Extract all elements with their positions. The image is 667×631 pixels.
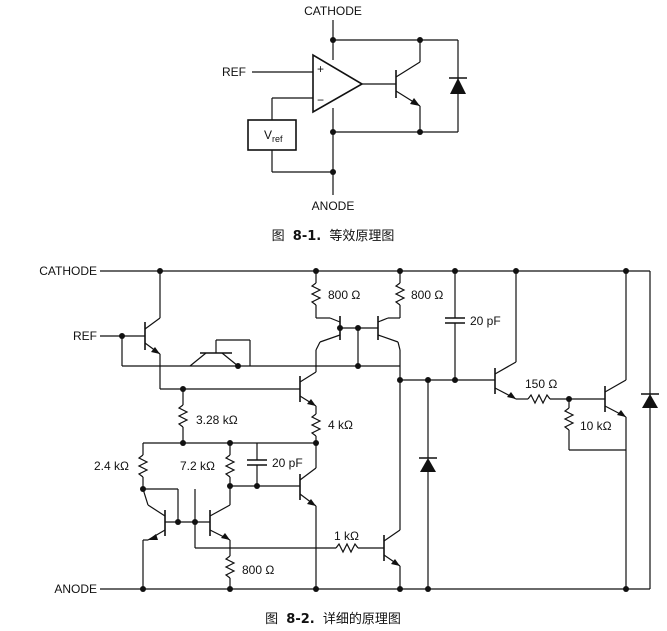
resistor-1k-label: 1 kΩ — [334, 529, 359, 543]
resistor-7-2k-label: 7.2 kΩ — [180, 459, 215, 473]
resistor-800-ohm-bottom-label: 800 Ω — [242, 563, 274, 577]
output-transistor — [395, 40, 421, 132]
fig2-caption: 图 8-2. 详细的原理图 — [265, 611, 401, 627]
resistor-800-ohm-left-label: 800 Ω — [328, 288, 360, 302]
vref-label-sub: ref — [272, 134, 283, 144]
resistor-3-28k-label: 3.28 kΩ — [196, 413, 238, 427]
capacitor-20pf-mid-label: 20 pF — [272, 456, 303, 470]
figure-1-equivalent-schematic: CATHODE + − REF V ref — [222, 4, 467, 244]
resistor-2-4k-label: 2.4 kΩ — [94, 459, 129, 473]
figure-2-detailed-schematic: CATHODE REF ANODE 800 Ω — [39, 264, 659, 627]
resistor-10k-label: 10 kΩ — [580, 419, 612, 433]
fig1-diode — [449, 77, 467, 94]
resistor-800-ohm-right-label: 800 Ω — [411, 288, 443, 302]
fig2-caption-prefix: 图 — [265, 612, 278, 627]
opamp-plus-sign: + — [317, 62, 324, 76]
fig1-cathode-label: CATHODE — [304, 4, 362, 18]
capacitor-20pf-top-label: 20 pF — [470, 314, 501, 328]
fig2-caption-number: 8-2. — [286, 612, 314, 627]
fig1-caption-text: 等效原理图 — [329, 228, 394, 244]
opamp-minus-sign: − — [317, 93, 324, 107]
fig2-cathode-label: CATHODE — [39, 264, 97, 278]
fig1-anode-label: ANODE — [312, 199, 355, 213]
vref-label-main: V — [264, 128, 272, 142]
op-amp: + − — [312, 53, 364, 114]
fig1-caption-number: 8-1. — [293, 229, 321, 244]
fig2-caption-text: 详细的原理图 — [323, 611, 401, 627]
resistor-150-ohm-label: 150 Ω — [525, 377, 557, 391]
fig1-caption: 图 8-1. 等效原理图 — [272, 228, 395, 244]
vref-source: V ref — [247, 119, 297, 151]
resistor-4k-label: 4 kΩ — [328, 418, 353, 432]
fig1-ref-label: REF — [222, 65, 246, 79]
fig2-anode-label: ANODE — [54, 582, 97, 596]
fig2-ref-label: REF — [73, 329, 97, 343]
fig1-caption-prefix: 图 — [272, 229, 285, 244]
